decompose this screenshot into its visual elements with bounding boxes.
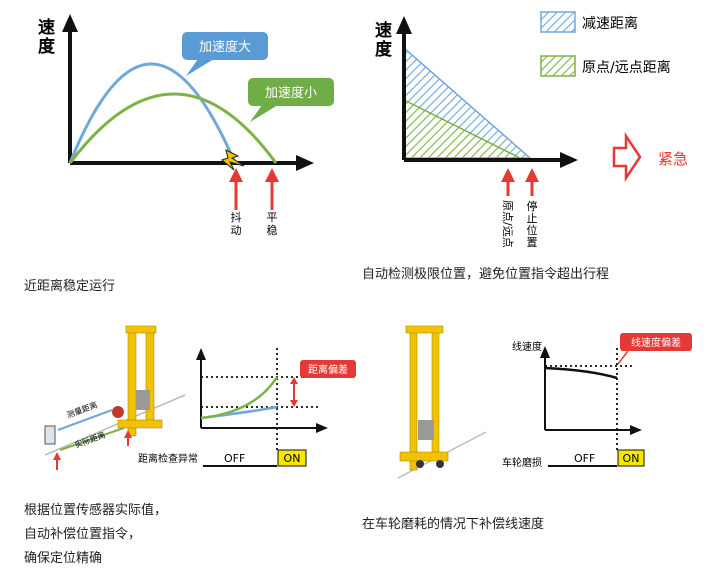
p1-bubble-high-text: 加速度大 xyxy=(199,39,251,55)
panel3-position-compensation: 测量距离 实际距离 距离偏差 距离检查异常 OFF ON xyxy=(44,325,356,470)
p2-marker-stop-2: 止 xyxy=(527,212,538,225)
panel4-line-speed-compensation: 线速度 线速度偏差 车轮磨损 OFF ON xyxy=(397,325,692,479)
p3-floor-line xyxy=(44,394,186,456)
p4-row-label: 车轮磨损 xyxy=(502,456,542,469)
p1-marker-stable-1: 平 xyxy=(267,211,278,224)
p3-crane-carriage xyxy=(136,390,150,410)
p4-deviation-label: 线速度偏差 xyxy=(631,336,681,349)
p3-on-label: ON xyxy=(284,452,301,465)
p3-on-box xyxy=(277,449,307,467)
p4-crane-base xyxy=(399,451,449,462)
p1-jitter-spark-icon xyxy=(220,149,245,171)
p4-x-arrow-icon xyxy=(630,425,642,435)
p3-reflector-block xyxy=(44,425,56,445)
p2-marker-stop-arrow-icon xyxy=(525,168,539,182)
p4-y-label: 线速度 xyxy=(512,340,542,353)
p3-actual-label: 实际距离 xyxy=(73,430,106,450)
p3-x-arrow-icon xyxy=(316,423,328,433)
p3-deviation-box xyxy=(300,360,356,378)
p3-off-label: OFF xyxy=(224,452,245,465)
p1-marker-stable-arrow-icon xyxy=(265,168,279,182)
p2-marker-origin-label: 原点/远点 xyxy=(501,200,514,248)
p4-crane-mast-left xyxy=(409,329,418,471)
p4-crane-carriage xyxy=(418,420,434,440)
p1-bubble-low: 加速度小 xyxy=(248,78,334,122)
p2-marker-stop-3: 位 xyxy=(527,223,538,237)
p2-marker-stop-1: 停 xyxy=(527,199,538,213)
p1-curve-high-accel xyxy=(68,62,237,164)
p2-legend-origin: 原点/远点距离 xyxy=(582,59,671,76)
p3-actual-curve xyxy=(200,376,279,420)
panel2-caption: 自动检测极限位置，避免位置指令超出行程 xyxy=(362,267,610,282)
p4-y-arrow-icon xyxy=(540,346,550,358)
p4-off-label: OFF xyxy=(574,452,595,465)
p2-marker-stop-4: 置 xyxy=(527,236,538,249)
panel3-caption-line1: 根据位置传感器实际值， xyxy=(24,503,168,518)
p1-marker-jitter-1: 抖 xyxy=(231,210,242,224)
p1-y-label-1: 速 xyxy=(38,17,55,38)
p3-crane-base xyxy=(117,419,163,429)
p1-bubble-low-text: 加速度小 xyxy=(265,85,317,101)
p3-deviation-down-icon xyxy=(290,400,298,407)
p1-marker-jitter-arrow-icon xyxy=(229,168,243,182)
panel4-caption: 在车轮磨耗的情况下补偿线速度 xyxy=(362,517,545,532)
p4-deviation-pointer xyxy=(617,350,629,365)
p3-deviation-up-icon xyxy=(290,377,298,384)
p2-y-label-1: 速 xyxy=(375,20,392,41)
p3-y-arrow-icon xyxy=(196,348,206,360)
p1-x-arrow-icon xyxy=(296,155,314,171)
p4-on-box xyxy=(617,449,645,467)
p1-marker-jitter-2: 动 xyxy=(231,224,242,237)
p3-measured-line xyxy=(57,409,113,431)
panel1-caption: 近距离稳定运行 xyxy=(24,279,116,294)
p4-wheel2-icon xyxy=(436,460,444,468)
p2-legend-origin-swatch xyxy=(540,55,576,77)
p3-deviation-label: 距离偏差 xyxy=(308,363,348,376)
p2-y-label-2: 度 xyxy=(375,39,393,60)
p1-marker-stable-2: 稳 xyxy=(267,223,278,237)
p1-bubble-high: 加速度大 xyxy=(182,32,268,76)
p4-wheel-icon xyxy=(416,460,424,468)
p3-sensor-icon xyxy=(112,406,124,418)
p4-on-label: ON xyxy=(623,452,640,465)
p2-legend-decel-swatch xyxy=(540,11,576,33)
p3-crane-top xyxy=(125,325,157,334)
p2-x-arrow-icon xyxy=(560,152,578,168)
panel1-acceleration-chart: 速 度 加速度大 加速度小 抖 动 平 稳 xyxy=(38,14,334,237)
p4-speed-curve xyxy=(544,366,618,380)
panel3-caption-line3: 确保定位精确 xyxy=(24,551,103,566)
p3-actual-line xyxy=(59,427,125,451)
p2-emergency-arrow-icon xyxy=(612,131,642,183)
p4-crane-top xyxy=(405,325,444,334)
p2-emergency: 紧急 xyxy=(658,150,688,168)
p3-marker-right-arrow-icon xyxy=(124,430,132,438)
p3-crane-mast-right xyxy=(145,329,155,427)
panel3-caption-line2: 自动补偿位置指令， xyxy=(24,527,142,542)
p1-y-arrow-icon xyxy=(62,14,78,32)
p1-curve-low-accel xyxy=(68,92,278,164)
p3-marker-left-arrow-icon xyxy=(53,452,61,460)
p3-row-label: 距离检查异常 xyxy=(138,452,198,465)
p1-y-label-2: 度 xyxy=(38,36,56,57)
p4-deviation-box xyxy=(620,333,692,351)
p2-y-arrow-icon xyxy=(396,16,412,34)
panel2-limit-chart: 速 度 减速距离 原点/远点距离 原点/远点 停 止 位 置 紧急 xyxy=(375,11,688,249)
p2-legend-decel: 减速距离 xyxy=(582,15,638,32)
p2-marker-origin-arrow-icon xyxy=(501,168,515,182)
